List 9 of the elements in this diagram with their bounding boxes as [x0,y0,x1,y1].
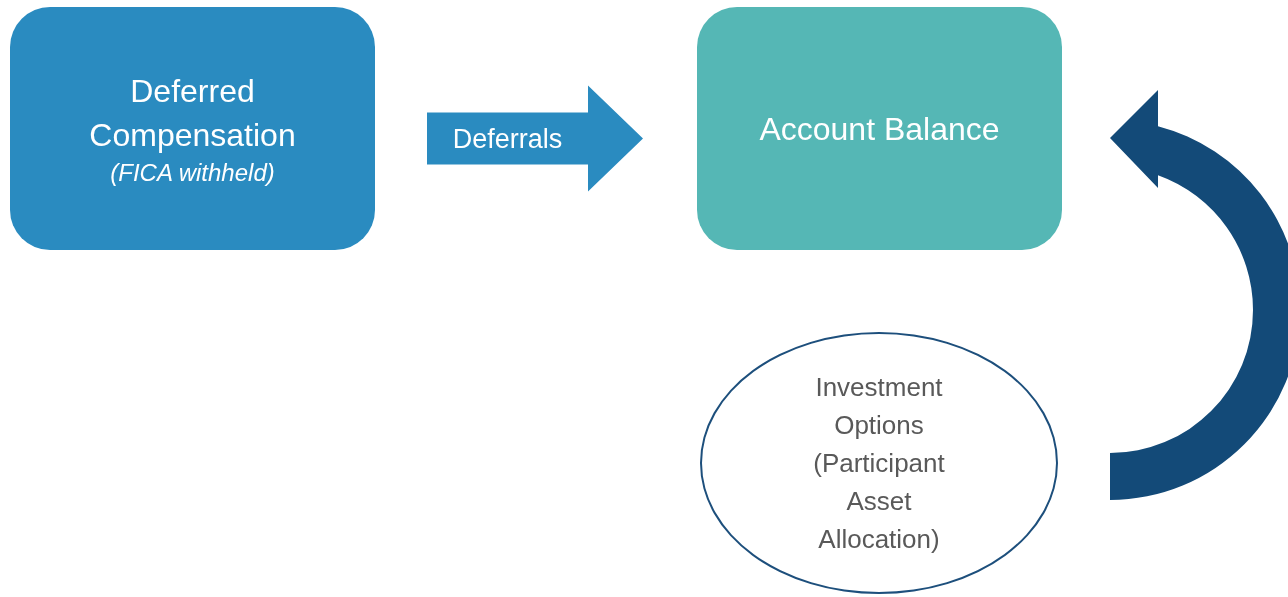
block-arrow [427,85,643,192]
node-title: Account Balance [758,109,1001,149]
curved-arrow [1110,90,1288,500]
node-title: Deferred Compensation [88,71,297,155]
rounded-box [697,7,1062,250]
node-title: Investment Options (Participant Asset Allocation) [812,371,946,556]
node-subtitle: (FICA withheld) [110,157,275,188]
rounded-box [10,7,375,250]
edge-label: Deferrals [452,125,563,152]
